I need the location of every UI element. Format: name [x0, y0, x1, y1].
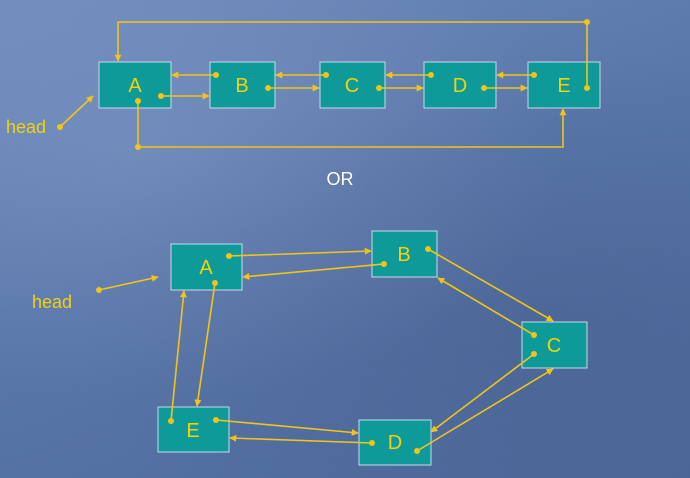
- bottom-link-e-to-d: [215, 419, 359, 436]
- top-dot-bottom-corner: [135, 144, 141, 150]
- bottom-link-d-to-c: [416, 368, 554, 452]
- bottom-dot-b-next: [425, 246, 431, 252]
- bottom-node-e[interactable]: E: [157, 406, 230, 453]
- top-dot-c-prev: [323, 72, 329, 78]
- bottom-link-a-to-b: [228, 247, 372, 257]
- top-node-c-label: C: [345, 75, 359, 97]
- bottom-dot-c-prev: [531, 332, 537, 338]
- top-diagram: A B C D E: [6, 19, 601, 150]
- bottom-dot-d-next: [369, 440, 375, 446]
- bottom-link-e-to-a: [170, 290, 187, 422]
- bottom-link-a-to-e: [194, 282, 216, 407]
- bottom-dot-head: [96, 287, 102, 293]
- bottom-link-d-to-e: [229, 434, 373, 444]
- top-dot-d-prev: [428, 72, 434, 78]
- bottom-diagram: A B C D E: [32, 230, 588, 466]
- top-node-e-label: E: [557, 75, 570, 97]
- top-dot-head: [57, 124, 63, 130]
- bottom-link-b-to-a: [242, 263, 385, 280]
- top-dot-e-next: [584, 85, 590, 91]
- top-node-e[interactable]: E: [527, 61, 601, 109]
- bottom-node-b[interactable]: B: [371, 230, 438, 278]
- bottom-node-a[interactable]: A: [170, 243, 243, 291]
- bottom-node-c-label: C: [547, 335, 561, 357]
- top-head-pointer: [59, 95, 94, 128]
- top-node-a-label: A: [128, 75, 142, 97]
- top-dot-b-next: [265, 85, 271, 91]
- bottom-dot-d-prev: [414, 448, 420, 454]
- bottom-node-d-label: D: [388, 432, 402, 454]
- top-link-e-to-a-wrap: [114, 21, 588, 88]
- bottom-dot-a-next: [226, 253, 232, 259]
- bottom-dot-e-next: [213, 417, 219, 423]
- top-dot-e-prev: [531, 72, 537, 78]
- bottom-dot-c-next: [531, 351, 537, 357]
- top-node-d-label: D: [453, 75, 467, 97]
- top-head-label: head: [6, 117, 46, 137]
- top-dot-c-next: [376, 85, 382, 91]
- bottom-node-b-label: B: [397, 244, 410, 266]
- top-node-c[interactable]: C: [319, 61, 386, 109]
- bottom-link-c-to-b: [437, 277, 535, 336]
- top-dot-a-prev: [135, 98, 141, 104]
- bottom-dot-b-prev: [381, 261, 387, 267]
- bottom-link-b-to-c: [427, 248, 554, 322]
- bottom-head-label: head: [32, 292, 72, 312]
- bottom-node-e-label: E: [186, 420, 199, 442]
- top-node-b[interactable]: B: [209, 61, 276, 109]
- top-dot-d-next: [481, 85, 487, 91]
- bottom-link-c-to-d: [430, 353, 535, 433]
- bottom-dot-a-prev: [212, 280, 218, 286]
- bottom-head-pointer: [98, 274, 159, 291]
- top-dot-b-prev: [213, 72, 219, 78]
- bottom-node-c[interactable]: C: [521, 321, 588, 369]
- top-dot-wrap-corner: [584, 19, 590, 25]
- bottom-node-a-label: A: [199, 257, 213, 279]
- or-separator: OR: [327, 169, 354, 189]
- top-node-d[interactable]: D: [423, 61, 497, 109]
- top-node-b-label: B: [235, 75, 248, 97]
- top-node-a[interactable]: A: [98, 61, 172, 109]
- bottom-dot-e-prev: [168, 418, 174, 424]
- top-link-a-to-e-wrap: [137, 101, 567, 148]
- top-dot-a-next: [158, 93, 164, 99]
